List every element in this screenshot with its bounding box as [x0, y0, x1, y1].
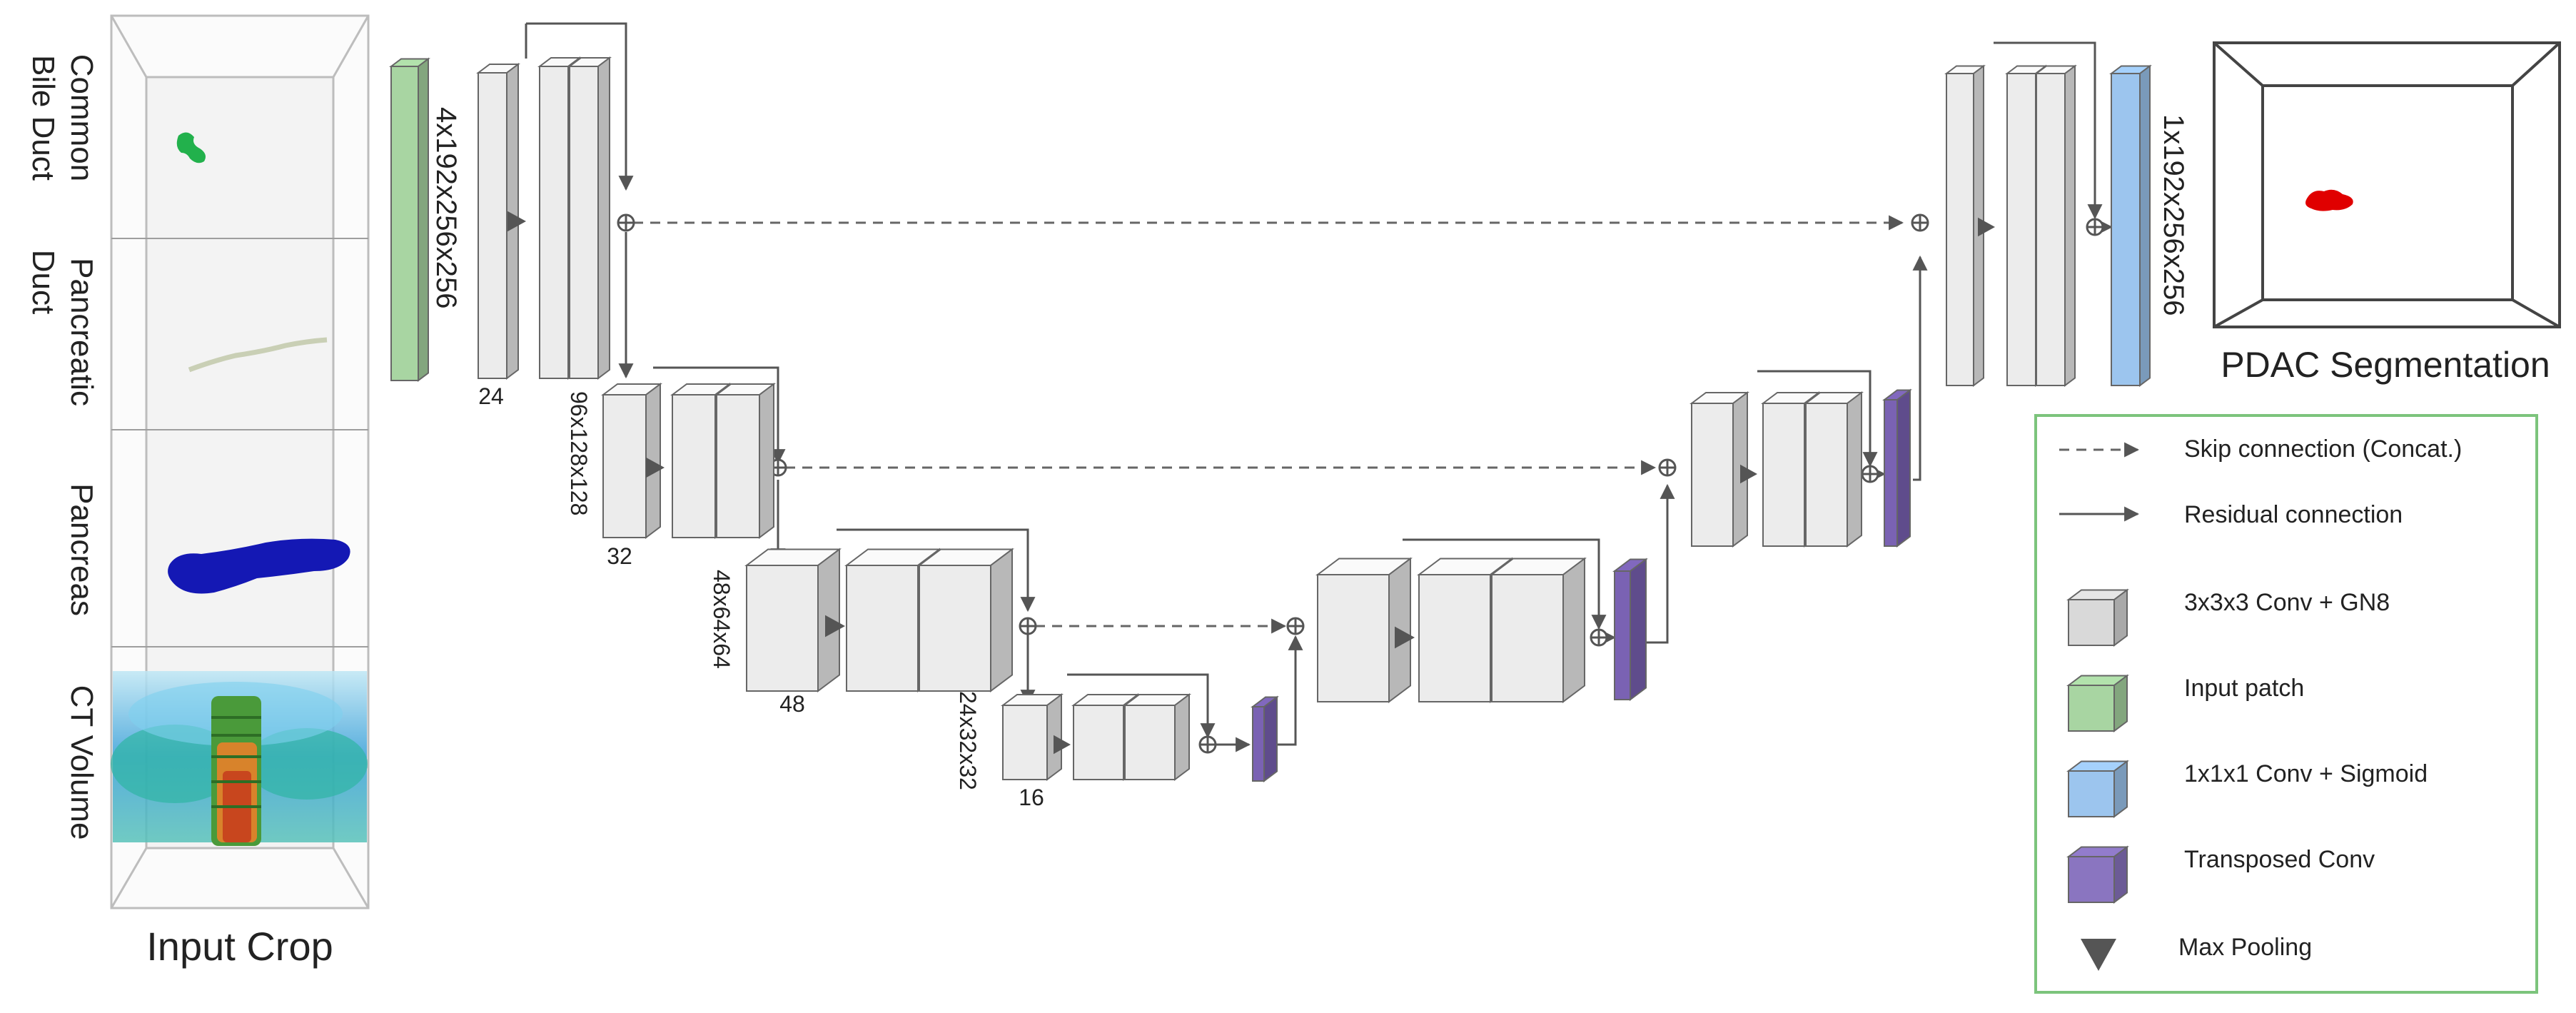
output-box-frame — [2213, 41, 2561, 328]
legend-label-conv: 3x3x3 Conv + GN8 — [2184, 589, 2390, 616]
label-bile-duct: Bile Duct — [26, 55, 61, 181]
skip-connections — [633, 215, 1904, 634]
transposed-conv-1 — [1251, 695, 1279, 782]
green-cube-icon — [2066, 674, 2129, 732]
enc2-conv-c — [714, 383, 776, 539]
dec1-conv-c — [2034, 64, 2077, 387]
transposed-conv-3 — [1882, 388, 1912, 548]
channels-level1: 24 — [478, 383, 504, 409]
dimension-labels: 4x192x256x256 24 96x128x128 32 48x64x64 … — [430, 107, 2189, 810]
tumor-render — [2305, 189, 2353, 211]
input-panel-labels: Common Bile Duct Pancreatic Duct Pancrea… — [26, 54, 99, 840]
input-crop-panel: Common Bile Duct Pancreatic Duct Pancrea… — [26, 14, 370, 969]
maxpool-icon — [507, 211, 526, 232]
dims-level3: 48x64x64 — [709, 570, 734, 669]
legend-label-transposed: Transposed Conv — [2184, 846, 2375, 873]
dims-level4: 24x32x32 — [955, 691, 981, 790]
dec2-conv-a — [1689, 391, 1749, 548]
dims-output: 1x192x256x256 — [2158, 114, 2189, 316]
maxpool-icon — [646, 457, 665, 478]
legend: Skip connection (Concat.) Residual conne… — [2034, 414, 2538, 994]
enc1-conv-c — [567, 56, 612, 380]
legend-label-input-patch: Input patch — [2184, 675, 2304, 702]
enc3-conv-a — [744, 548, 842, 692]
network-blocks — [389, 56, 2152, 782]
ct-volume-render — [111, 671, 368, 846]
legend-label-skip: Skip connection (Concat.) — [2184, 435, 2462, 463]
channels-level3: 48 — [779, 691, 805, 717]
maxpool-icon — [1978, 217, 1995, 237]
maxpool-icon — [1740, 464, 1757, 484]
legend-label-maxpool: Max Pooling — [2178, 934, 2312, 961]
legend-label-sigmoid: 1x1x1 Conv + Sigmoid — [2184, 760, 2428, 787]
enc4-conv-c — [1123, 693, 1191, 781]
sigmoid-output-block — [2109, 64, 2152, 387]
label-common: Common — [64, 54, 99, 182]
legend-cubes — [2066, 588, 2129, 904]
enc4-conv-a — [1001, 693, 1064, 781]
transposed-conv-2 — [1612, 558, 1648, 701]
legend-label-residual: Residual connection — [2184, 501, 2403, 528]
purple-cube-icon — [2066, 845, 2129, 904]
label-ct-volume: CT Volume — [64, 685, 99, 840]
blue-cube-icon — [2066, 760, 2129, 818]
maxpool-icon — [825, 615, 845, 637]
down-triangle-icon — [2081, 939, 2116, 971]
pancreas-render — [168, 538, 350, 594]
bile-duct-render — [176, 132, 206, 163]
output-title: PDAC Segmentation — [2221, 345, 2550, 385]
maxpool-icon — [1054, 735, 1071, 755]
dims-level1: 4x192x256x256 — [430, 107, 462, 308]
dims-level2: 96x128x128 — [566, 391, 592, 515]
maxpool-icon — [1395, 626, 1415, 649]
output-panel: PDAC Segmentation — [2213, 41, 2561, 385]
label-pancreas: Pancreas — [64, 483, 99, 616]
merge-nodes — [617, 213, 2104, 754]
label-duct: Duct — [26, 250, 61, 314]
gray-cube-icon — [2066, 588, 2129, 647]
enc3-conv-c — [917, 548, 1014, 692]
enc2-conv-a — [601, 383, 662, 539]
input-patch-block — [389, 57, 430, 382]
dec3-conv-c — [1490, 557, 1587, 703]
channels-level2: 32 — [607, 543, 632, 569]
label-pancreatic: Pancreatic — [64, 258, 99, 406]
dec2-conv-c — [1804, 391, 1864, 548]
panel-dividers — [111, 238, 368, 647]
channels-level4: 16 — [1019, 785, 1044, 810]
pancreatic-duct-render — [188, 337, 328, 373]
input-crop-title: Input Crop — [146, 924, 333, 969]
connections — [525, 22, 2113, 752]
